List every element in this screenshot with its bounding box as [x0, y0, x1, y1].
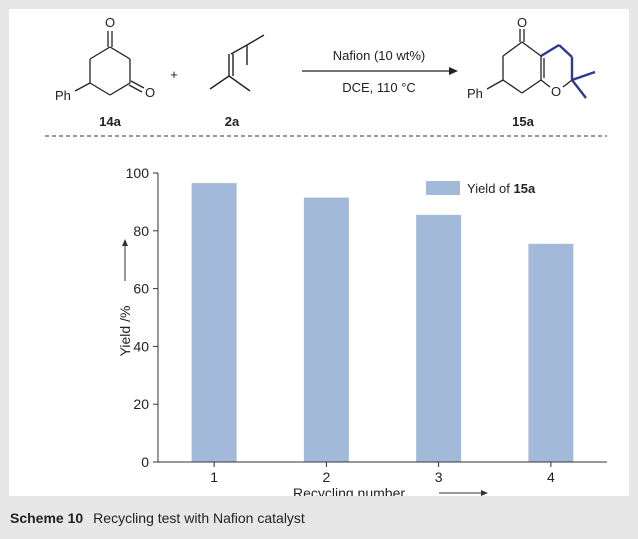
legend-compound: 15a: [514, 181, 536, 196]
carbonyl-bond: [130, 80, 145, 89]
ring-bond: [89, 46, 111, 60]
conditions-above: Nafion (10 wt%): [333, 48, 425, 63]
y-tick-label: 80: [133, 223, 149, 239]
x-arrow-head: [481, 490, 488, 496]
x-tick-label: 1: [210, 469, 218, 485]
phenyl-bond: [486, 79, 504, 90]
x-axis-ticks: 1 2 3 4: [210, 462, 555, 485]
legend-prefix: Yield of: [467, 181, 514, 196]
reactant-14a-phenyl: Ph: [55, 88, 71, 103]
ring-bond: [502, 41, 523, 57]
bar: [191, 183, 237, 463]
new-bond: [558, 44, 573, 58]
bar-chart: 0 20 40 60 80 100 1 2 3 4 Yield /% Recycling num…: [117, 165, 607, 496]
reactant-14a-oxygen-right: O: [145, 85, 155, 100]
phenyl-bond: [74, 82, 91, 92]
product-new-bonds: [540, 43, 596, 99]
reactant-14a-oxygen-top: O: [105, 15, 115, 30]
x-tick-label: 4: [547, 469, 555, 485]
bar: [528, 243, 574, 462]
bar: [303, 197, 349, 462]
figure-caption: Scheme 10 Recycling test with Nafion cata…: [10, 505, 628, 531]
y-tick-label: 40: [133, 338, 149, 354]
conditions-below: DCE, 110 °C: [342, 80, 416, 95]
new-bond: [540, 43, 560, 58]
ring-bond: [521, 41, 542, 57]
reactant-14a-label: 14a: [99, 114, 121, 129]
x-tick-label: 3: [435, 469, 443, 485]
ring-bond: [109, 46, 131, 60]
x-tick-label: 2: [322, 469, 330, 485]
product-15a-ring-oxygen: O: [551, 84, 561, 99]
new-bond: [571, 79, 587, 99]
product-15a-structure: [486, 29, 573, 94]
y-tick-label: 60: [133, 281, 149, 297]
reaction-arrow-head: [449, 67, 458, 75]
diene-bond: [230, 44, 248, 55]
reactant-14a-structure: [74, 31, 145, 96]
pyran-bond: [562, 79, 573, 88]
x-axis-label: Recycling number: [293, 485, 405, 496]
caption-text: Recycling test with Nafion catalyst: [93, 510, 305, 526]
legend-swatch: [426, 181, 460, 195]
bar: [416, 214, 462, 462]
reactant-2a-structure: [209, 34, 265, 92]
caption-label: Scheme 10: [10, 510, 84, 526]
legend-text: Yield of 15a: [467, 181, 536, 196]
ring-bond: [502, 79, 523, 94]
y-tick-label: 0: [141, 454, 149, 470]
plus-sign: +: [170, 67, 178, 82]
diene-bond: [228, 75, 251, 92]
y-tick-label: 100: [126, 165, 150, 181]
diene-bond: [246, 34, 265, 46]
y-tick-label: 20: [133, 396, 149, 412]
bar-group: [191, 183, 574, 463]
y-axis-label: Yield /%: [117, 306, 133, 357]
new-bond: [571, 70, 596, 82]
y-axis-ticks: 0 20 40 60 80 100: [126, 165, 158, 470]
product-15a-label: 15a: [512, 114, 534, 129]
pyran-bond: [540, 79, 551, 88]
ring-bond: [109, 82, 131, 96]
x-axis-arrow: [439, 490, 488, 496]
product-15a-phenyl: Ph: [467, 86, 483, 101]
legend: Yield of 15a: [426, 181, 536, 196]
carbonyl-bond: [128, 84, 143, 93]
figure-panel: O O Ph 14a + 2a Nafion (10 wt%) DCE, 110…: [9, 9, 629, 496]
ring-bond: [89, 82, 111, 96]
y-axis-arrow: [122, 239, 128, 281]
product-15a-oxygen-top: O: [517, 15, 527, 30]
methyl-bond: [209, 75, 230, 90]
y-arrow-head: [122, 239, 128, 246]
ring-bond: [521, 79, 542, 94]
reaction-scheme: O O Ph 14a + 2a Nafion (10 wt%) DCE, 110…: [45, 15, 607, 137]
reactant-2a-label: 2a: [225, 114, 240, 129]
